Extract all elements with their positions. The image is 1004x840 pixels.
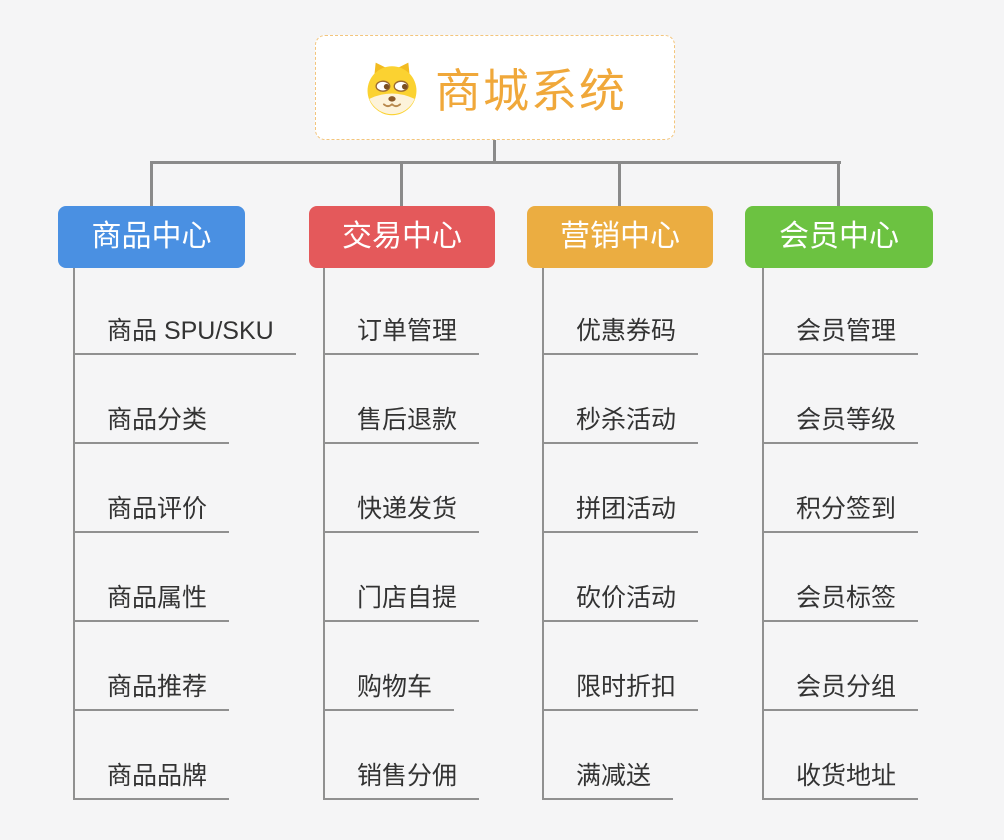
branch-node-member-center[interactable]: 会员中心 [745,206,933,268]
leaf-node[interactable]: 订单管理 [323,315,480,355]
leaf-node[interactable]: 会员管理 [762,315,919,355]
branch-trunk-line [323,268,325,800]
leaf-node[interactable]: 快递发货 [323,493,480,533]
leaf-node[interactable]: 会员分组 [762,671,919,711]
dog-face-icon [363,59,421,117]
branch-trunk-line [73,268,75,800]
leaf-node[interactable]: 砍价活动 [542,582,699,622]
leaf-node[interactable]: 商品分类 [73,404,230,444]
leaf-node[interactable]: 商品评价 [73,493,230,533]
leaf-node[interactable]: 积分签到 [762,493,919,533]
leaf-node[interactable]: 售后退款 [323,404,480,444]
branch-trunk-line [762,268,764,800]
leaf-node[interactable]: 收货地址 [762,760,919,800]
branch-node-trade-center[interactable]: 交易中心 [309,206,495,268]
connector-horizontal [150,161,841,164]
branch-node-marketing-center[interactable]: 营销中心 [527,206,713,268]
connector-root-drop [493,140,496,163]
connector-drop-4 [837,161,840,207]
connector-drop-2 [400,161,403,207]
connector-drop-1 [150,161,153,207]
leaf-node[interactable]: 会员等级 [762,404,919,444]
leaf-node[interactable]: 限时折扣 [542,671,699,711]
leaf-node[interactable]: 门店自提 [323,582,480,622]
leaf-node[interactable]: 商品推荐 [73,671,230,711]
leaf-node[interactable]: 拼团活动 [542,493,699,533]
leaf-node[interactable]: 销售分佣 [323,760,480,800]
branch-trunk-line [542,268,544,800]
leaf-node[interactable]: 优惠券码 [542,315,699,355]
leaf-node[interactable]: 商品品牌 [73,760,230,800]
root-title: 商城系统 [435,64,627,117]
leaf-node[interactable]: 商品 SPU/SKU [73,315,296,355]
leaf-node[interactable]: 商品属性 [73,582,230,622]
leaf-node[interactable]: 秒杀活动 [542,404,699,444]
root-node[interactable]: 商城系统 [315,35,675,140]
connector-drop-3 [618,161,621,207]
branch-node-product-center[interactable]: 商品中心 [58,206,245,268]
leaf-node[interactable]: 会员标签 [762,582,919,622]
leaf-node[interactable]: 购物车 [323,671,455,711]
leaf-node[interactable]: 满减送 [542,760,674,800]
